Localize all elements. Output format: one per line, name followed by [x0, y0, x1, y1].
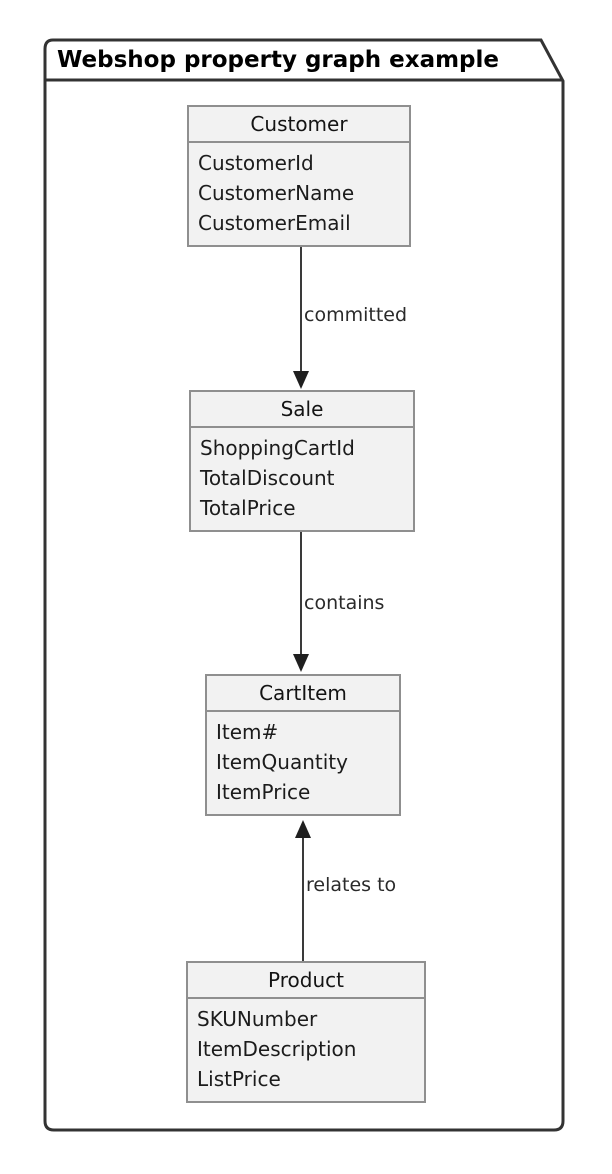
edge-label-relates-to: relates to [306, 874, 397, 896]
entity-field: CustomerId [198, 151, 314, 175]
edge-label-committed: committed [304, 304, 408, 326]
entity-sale-fields: ShoppingCartId TotalDiscount TotalPrice [191, 428, 413, 530]
entity-field: ShoppingCartId [200, 436, 355, 460]
entity-sale: Sale ShoppingCartId TotalDiscount TotalP… [189, 390, 415, 532]
entity-product-fields: SKUNumber ItemDescription ListPrice [188, 999, 424, 1101]
entity-field: CustomerEmail [198, 211, 351, 235]
edge-label-contains: contains [304, 592, 385, 614]
entity-cartitem-fields: Item# ItemQuantity ItemPrice [207, 712, 399, 814]
entity-customer: Customer CustomerId CustomerName Custome… [187, 105, 411, 247]
entity-field: CustomerName [198, 181, 355, 205]
entity-field: TotalDiscount [200, 466, 335, 490]
entity-product: Product SKUNumber ItemDescription ListPr… [186, 961, 426, 1103]
entity-field: TotalPrice [200, 496, 296, 520]
arrow-customer-sale-head [293, 371, 309, 389]
entity-cartitem-title: CartItem [207, 676, 399, 712]
entity-customer-fields: CustomerId CustomerName CustomerEmail [189, 143, 409, 245]
arrow-product-cartitem-head [295, 820, 311, 838]
entity-field: ItemQuantity [216, 750, 348, 774]
entity-customer-title: Customer [189, 107, 409, 143]
entity-field: ItemDescription [197, 1037, 357, 1061]
entity-product-title: Product [188, 963, 424, 999]
entity-sale-title: Sale [191, 392, 413, 428]
arrow-sale-cartitem-head [293, 654, 309, 672]
entity-field: ListPrice [197, 1067, 281, 1091]
entity-field: SKUNumber [197, 1007, 318, 1031]
entity-field: Item# [216, 720, 279, 744]
entity-field: ItemPrice [216, 780, 311, 804]
entity-cartitem: CartItem Item# ItemQuantity ItemPrice [205, 674, 401, 816]
frame-title: Webshop property graph example [57, 47, 499, 73]
